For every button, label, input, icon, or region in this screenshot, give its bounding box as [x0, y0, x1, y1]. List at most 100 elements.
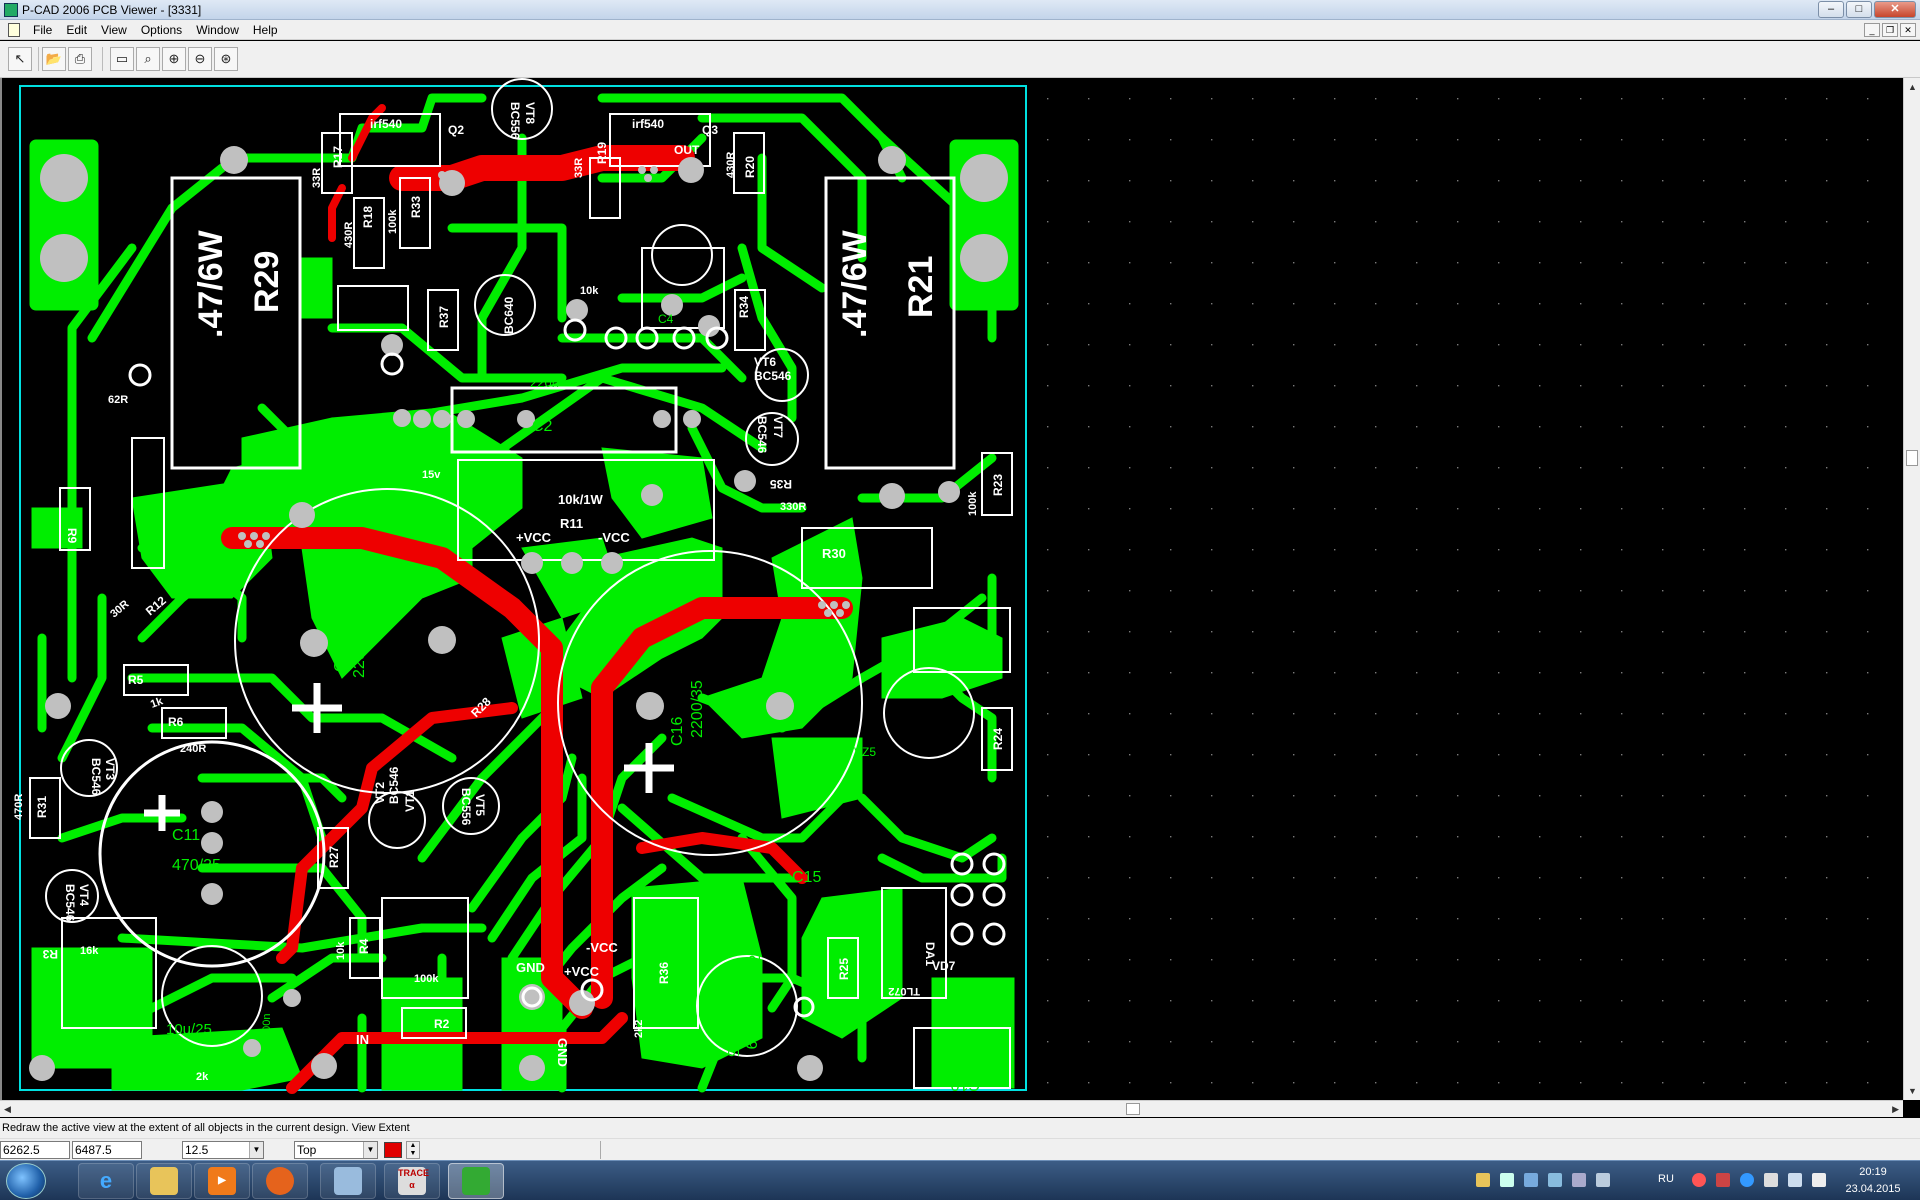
- layer-spinner[interactable]: ▲▼: [406, 1141, 420, 1159]
- open-icon[interactable]: 📂: [42, 47, 66, 71]
- r-430r-right-label: 430R: [725, 152, 737, 178]
- zoom-window-icon[interactable]: ⌕: [136, 47, 160, 71]
- bc546-vt6-label: BC546: [754, 369, 792, 383]
- tray-window-icon[interactable]: [1572, 1173, 1586, 1187]
- vt2-label: VT2: [373, 782, 387, 804]
- clock[interactable]: 20:19 23.04.2015: [1838, 1164, 1908, 1198]
- v15-label: 15v: [422, 469, 441, 481]
- c12-label: C12: [747, 955, 764, 984]
- r23-label: R23: [991, 474, 1005, 496]
- tray-usb-icon[interactable]: [1764, 1173, 1778, 1187]
- language-indicator[interactable]: RU: [1658, 1173, 1674, 1185]
- bc546-vt3-label: BC546: [89, 758, 103, 796]
- clock-time: 20:19: [1859, 1166, 1887, 1178]
- mdi-minimize-button[interactable]: _: [1864, 23, 1880, 37]
- r36-label: R36: [657, 962, 671, 984]
- r27-label: R27: [327, 846, 341, 868]
- chevron-down-icon[interactable]: ▼: [249, 1142, 263, 1158]
- start-button[interactable]: [6, 1163, 46, 1199]
- taskbar-app-media-player[interactable]: ▶: [194, 1163, 250, 1199]
- r29-label: R29: [248, 251, 286, 313]
- menu-help[interactable]: Help: [252, 22, 278, 37]
- pads: [29, 146, 1008, 1081]
- horizontal-scroll-thumb[interactable]: [1126, 1103, 1140, 1115]
- tray-alert-icon[interactable]: [1692, 1173, 1706, 1187]
- scroll-down-icon[interactable]: ▼: [1908, 1086, 1917, 1096]
- irf-right-label: irf540: [632, 117, 664, 131]
- bc556-vt5-label: BC556: [459, 788, 473, 826]
- coordinate-bar: 6262.5 6487.5 12.5 ▼ Top ▼ ▲▼: [0, 1138, 1920, 1160]
- horizontal-scrollbar[interactable]: ◀ ▶: [0, 1100, 1903, 1117]
- r-430r-left-label: 430R: [343, 222, 355, 248]
- menu-options[interactable]: Options: [140, 22, 183, 37]
- tray-network-icon[interactable]: [1524, 1173, 1538, 1187]
- menu-bar: File Edit View Options Window Help _ ❐ ✕: [0, 20, 1920, 40]
- taskbar-app-ie[interactable]: e: [78, 1163, 134, 1199]
- scroll-up-icon[interactable]: ▲: [1908, 82, 1917, 92]
- c15-label: C15: [792, 869, 821, 886]
- menu-window[interactable]: Window: [196, 22, 239, 37]
- close-button[interactable]: ✕: [1874, 1, 1916, 18]
- vt6-label: VT6: [754, 355, 776, 369]
- r34-label: R34: [737, 296, 751, 318]
- layer-color-swatch[interactable]: [384, 1142, 402, 1158]
- tray-display-icon[interactable]: [1548, 1173, 1562, 1187]
- tray-folder-icon[interactable]: [1476, 1173, 1490, 1187]
- vd7-label: VD7: [932, 959, 956, 973]
- y-coordinate-field[interactable]: 6487.5: [72, 1141, 142, 1159]
- r37-label: R37: [437, 306, 451, 328]
- layer-select[interactable]: Top ▼: [294, 1141, 378, 1159]
- menu-view[interactable]: View: [101, 22, 127, 37]
- r11-label: R11: [560, 516, 583, 531]
- r-470r-label: 470R: [13, 794, 25, 820]
- volume-icon[interactable]: [1812, 1173, 1826, 1187]
- mdi-restore-button[interactable]: ❐: [1882, 23, 1898, 37]
- taskbar-app-pcad[interactable]: [448, 1163, 504, 1199]
- tray-monitor-icon[interactable]: [1788, 1173, 1802, 1187]
- pcb-canvas[interactable]: .47/6W R29 .47/6W R21 irf540 irf540 Q2 Q…: [0, 78, 1920, 1100]
- maximize-button[interactable]: □: [1846, 1, 1872, 18]
- zoom-out-icon[interactable]: ⊖: [188, 47, 212, 71]
- minimize-button[interactable]: –: [1818, 1, 1844, 18]
- pcb-board[interactable]: .47/6W R29 .47/6W R21 irf540 irf540 Q2 Q…: [2, 78, 1905, 1100]
- mdi-close-button[interactable]: ✕: [1900, 23, 1916, 37]
- vertical-scrollbar[interactable]: ▲ ▼: [1903, 78, 1920, 1100]
- grid-select[interactable]: 12.5 ▼: [182, 1141, 264, 1159]
- r33-label: R33: [409, 196, 423, 218]
- c14-label: C14: [106, 978, 123, 1007]
- r-33r-left-label: 33R: [311, 168, 323, 188]
- zoom-in-icon[interactable]: ⊕: [162, 47, 186, 71]
- chevron-down-icon[interactable]: ▼: [363, 1142, 377, 1158]
- vz5-label: VZ5: [854, 745, 876, 759]
- tray-device-icon[interactable]: [1596, 1173, 1610, 1187]
- taskbar-app-firefox[interactable]: [252, 1163, 308, 1199]
- clock-date: 23.04.2015: [1845, 1183, 1901, 1195]
- status-message: Redraw the active view at the extent of …: [2, 1122, 410, 1134]
- taskbar-app-explorer[interactable]: [136, 1163, 192, 1199]
- c11-value-label: 470/35: [172, 857, 221, 874]
- taskbar-app-notepad[interactable]: [320, 1163, 376, 1199]
- r-16k-label: 16k: [80, 945, 99, 957]
- x-coordinate-field[interactable]: 6262.5: [0, 1141, 70, 1159]
- tray-update-icon[interactable]: [1740, 1173, 1754, 1187]
- pad-rings: [128, 318, 1006, 1018]
- scroll-left-icon[interactable]: ◀: [4, 1104, 11, 1114]
- q2-label: Q2: [448, 123, 464, 137]
- tray-notes-icon[interactable]: [1500, 1173, 1514, 1187]
- select-icon[interactable]: ↖: [8, 47, 32, 71]
- print-icon[interactable]: ⎙: [68, 47, 92, 71]
- menu-file[interactable]: File: [33, 22, 53, 37]
- menu-edit[interactable]: Edit: [66, 22, 88, 37]
- zoom-extent-icon[interactable]: ⊛: [214, 47, 238, 71]
- tl072-label: TL072: [888, 985, 920, 997]
- measure-icon[interactable]: ▭: [110, 47, 134, 71]
- r-1k-label: 1k: [149, 695, 165, 711]
- r-2k-label: 2k: [196, 1071, 209, 1083]
- r6-label: R6: [168, 715, 184, 729]
- vertical-scroll-thumb[interactable]: [1906, 450, 1918, 466]
- document-icon[interactable]: [8, 22, 20, 37]
- vt8-label: VT8: [523, 102, 537, 124]
- tray-app-icon[interactable]: [1716, 1173, 1730, 1187]
- scroll-right-icon[interactable]: ▶: [1892, 1104, 1899, 1114]
